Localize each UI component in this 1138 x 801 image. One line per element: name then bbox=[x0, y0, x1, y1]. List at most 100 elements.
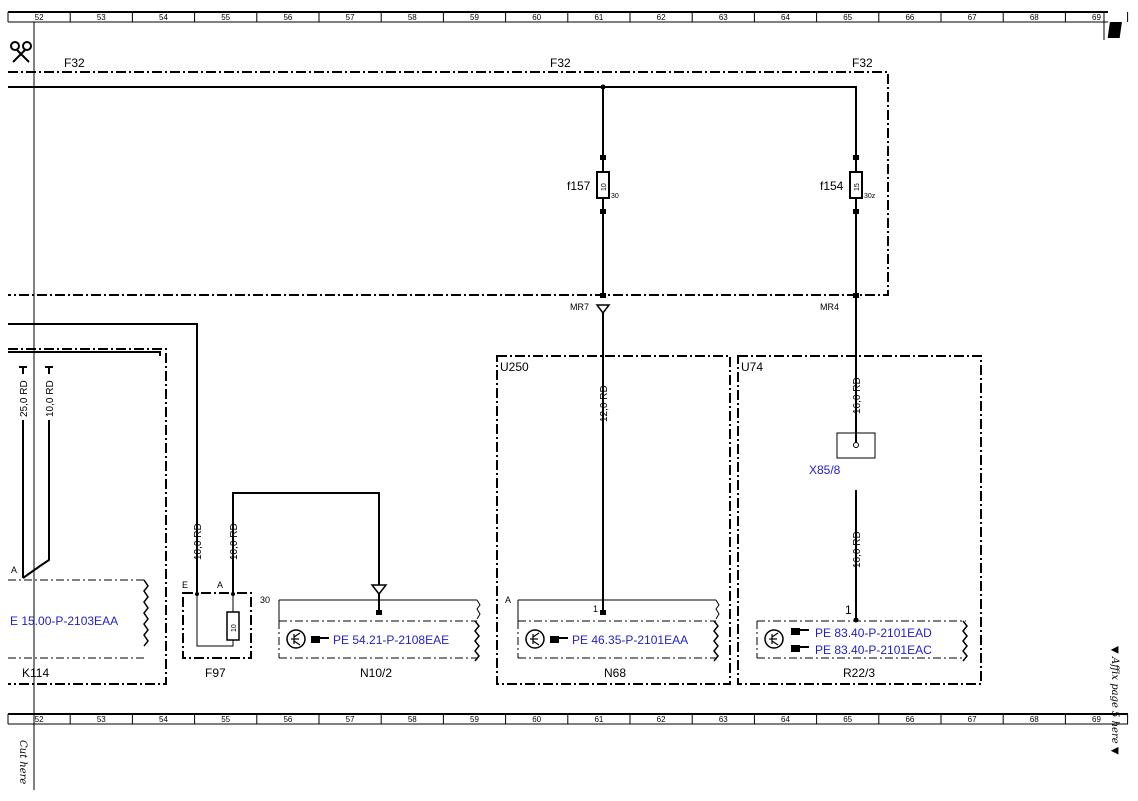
bottom-ruler-column-number: 61 bbox=[594, 715, 603, 724]
u250-label: U250 bbox=[500, 360, 529, 374]
bottom-ruler-column-number: 56 bbox=[283, 715, 292, 724]
f32-label-right: F32 bbox=[852, 56, 873, 70]
bottom-ruler-column-number: 67 bbox=[968, 715, 977, 724]
pointing-hand-icon bbox=[311, 636, 329, 643]
bottom-ruler-column-number: 62 bbox=[657, 715, 666, 724]
top-ruler-column-number: 68 bbox=[1030, 13, 1039, 22]
pin-30: 30 bbox=[260, 595, 270, 605]
wire-25rd-label: 25,0 RD bbox=[19, 380, 30, 417]
pin-a-f97: A bbox=[217, 580, 223, 590]
wire-10rd-f97-a-label: 10,0 RD bbox=[229, 523, 240, 560]
fuse-f157-label: f157 bbox=[567, 179, 591, 193]
wire-12rd-label: 12,0 RD bbox=[599, 385, 610, 422]
transistor-symbol-icon bbox=[286, 629, 306, 649]
ground-symbol-icon bbox=[45, 366, 53, 374]
fuse-f154-term: 30z bbox=[864, 193, 876, 200]
u250-box: U250 bbox=[496, 355, 731, 685]
top-ruler: 52 53 54 55 56 57 58 59 60 61 62 63 64 65 66 67 68 69 bbox=[7, 11, 1129, 23]
f32-module-box: F32 F32 F32 bbox=[8, 56, 889, 296]
bottom-ruler-column-number: 55 bbox=[221, 715, 230, 724]
pin-e: E bbox=[182, 580, 188, 590]
connector-x85-8-label: X85/8 bbox=[809, 463, 841, 477]
top-ruler-column-number: 56 bbox=[283, 13, 292, 22]
reference-link-k114[interactable]: E 15.00-P-2103EAA bbox=[10, 614, 118, 628]
pin-1-r22: 1 bbox=[845, 603, 852, 617]
bottom-ruler-column-number: 54 bbox=[159, 715, 168, 724]
pointing-hand-icon bbox=[550, 636, 568, 643]
connector-x85-8: X85/8 bbox=[809, 432, 876, 477]
module-n10-2: 30 PE 54.21-P-2108EAE N10/2 bbox=[260, 595, 481, 680]
top-ruler-column-number: 58 bbox=[408, 13, 417, 22]
wire-to-f97-e bbox=[8, 323, 198, 594]
wire-10rd-top-label: 10,0 RD bbox=[45, 380, 56, 417]
top-ruler-column-number: 53 bbox=[97, 13, 106, 22]
f32-label-left: F32 bbox=[64, 56, 85, 70]
k114-label: K114 bbox=[22, 666, 49, 680]
bottom-ruler-column-number: 60 bbox=[532, 715, 541, 724]
cut-here-text: Cut here bbox=[17, 740, 28, 784]
top-ruler-column-number: 65 bbox=[843, 13, 852, 22]
wire-16rd-top-label: 16,0 RD bbox=[852, 377, 863, 414]
reference-link-r22-2[interactable]: PE 83.40-P-2101EAC bbox=[815, 643, 932, 657]
top-ruler-column-number: 62 bbox=[657, 13, 666, 22]
connector-mr7: MR7 bbox=[570, 302, 611, 315]
wire-16rd-bottom-label: 16,0 RD bbox=[852, 531, 863, 568]
module-r22-3: 1 PE 83.40-P-2101EAD PE 83.40-P-2101EAC … bbox=[756, 603, 968, 680]
top-ruler-column-number: 63 bbox=[719, 13, 728, 22]
top-ruler-column-number: 52 bbox=[35, 13, 44, 22]
f32-busbar bbox=[8, 86, 857, 157]
transistor-symbol-icon bbox=[764, 629, 784, 649]
top-ruler-column-number: 54 bbox=[159, 13, 168, 22]
connector-mr7-label: MR7 bbox=[570, 302, 589, 312]
reference-link-n68[interactable]: PE 46.35-P-2101EAA bbox=[572, 633, 688, 647]
wire-to-n10-2 bbox=[232, 492, 380, 585]
bottom-ruler-column-number: 69 bbox=[1092, 715, 1101, 724]
top-ruler-column-number: 69 bbox=[1092, 13, 1101, 22]
bottom-ruler-column-number: 53 bbox=[97, 715, 106, 724]
page-corner-icon bbox=[1103, 12, 1122, 40]
f32-label-mid: F32 bbox=[550, 56, 571, 70]
transistor-symbol-icon bbox=[525, 629, 545, 649]
fuse-f154-value: 15 bbox=[854, 183, 861, 191]
n10-2-label: N10/2 bbox=[360, 666, 392, 680]
top-ruler-column-number: 57 bbox=[346, 13, 355, 22]
fuse-box-f97: F97 E A 10 bbox=[182, 580, 252, 680]
pointing-hand-icon bbox=[791, 628, 809, 635]
pin-a-n68: A bbox=[505, 595, 511, 605]
f97-label: F97 bbox=[205, 666, 226, 680]
top-ruler-column-number: 66 bbox=[905, 13, 914, 22]
reference-link-r22-1[interactable]: PE 83.40-P-2101EAD bbox=[815, 626, 932, 640]
bottom-ruler-column-number: 57 bbox=[346, 715, 355, 724]
bottom-ruler-column-number: 52 bbox=[35, 715, 44, 724]
bottom-ruler-column-number: 59 bbox=[470, 715, 479, 724]
top-ruler-column-number: 55 bbox=[221, 13, 230, 22]
connector-mr4-label: MR4 bbox=[820, 302, 839, 312]
top-ruler-column-number: 59 bbox=[470, 13, 479, 22]
fuse-f157-term: 30 bbox=[611, 193, 619, 200]
bottom-ruler-column-number: 64 bbox=[781, 715, 790, 724]
wire-10rd-f97-e-label: 10,0 RD bbox=[193, 523, 204, 560]
bottom-ruler-column-number: 66 bbox=[905, 715, 914, 724]
f97-fuse-value: 10 bbox=[231, 624, 238, 632]
pin-a-left: A bbox=[11, 565, 17, 575]
module-n68: A 1 PE 46.35-P-2101EAA N68 bbox=[505, 595, 720, 680]
pin-1-n68: 1 bbox=[593, 604, 598, 614]
bottom-ruler-column-number: 65 bbox=[843, 715, 852, 724]
fuse-f154: 15 f154 30z bbox=[820, 155, 876, 214]
reference-link-n10-2[interactable]: PE 54.21-P-2108EAE bbox=[333, 633, 449, 647]
fuse-f157: 10 f157 30 bbox=[567, 155, 619, 214]
bottom-ruler-column-number: 58 bbox=[408, 715, 417, 724]
top-ruler-column-number: 60 bbox=[532, 13, 541, 22]
top-ruler-column-number: 61 bbox=[594, 13, 603, 22]
bottom-ruler-column-number: 63 bbox=[719, 715, 728, 724]
u74-box: U74 bbox=[737, 355, 982, 685]
n68-label: N68 bbox=[604, 666, 626, 680]
top-ruler-column-number: 67 bbox=[968, 13, 977, 22]
fuse-f157-value: 10 bbox=[601, 183, 608, 191]
pointing-hand-icon bbox=[791, 645, 809, 652]
top-ruler-column-number: 64 bbox=[781, 13, 790, 22]
module-k114: K114 E 15.00-P-2103EAA A bbox=[8, 348, 167, 685]
affix-here-text: ▼ Affix page 5 here ▼ bbox=[1109, 646, 1120, 755]
